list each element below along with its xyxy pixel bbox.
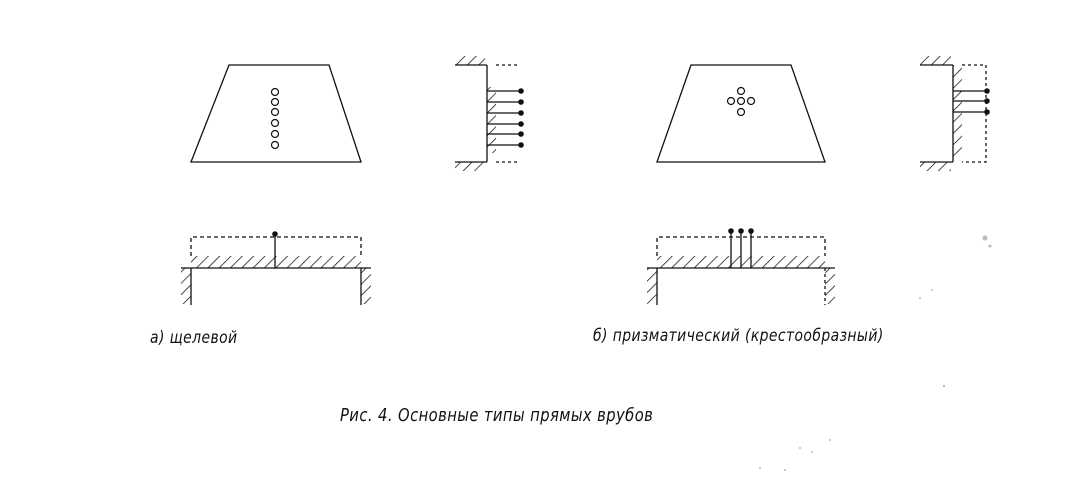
charge-dot (738, 228, 744, 234)
hole (270, 87, 280, 97)
charge-dot (518, 88, 524, 94)
charge-dot (272, 231, 278, 237)
hole (270, 129, 280, 139)
charge-dot (984, 98, 990, 104)
face-view-b (656, 64, 826, 163)
hole (270, 97, 280, 107)
hole (270, 107, 280, 117)
hole (270, 118, 280, 128)
charge-dot (984, 109, 990, 115)
hole (746, 96, 756, 106)
charge-dot (518, 131, 524, 137)
caption-variant-b: б) призматический (крестообразный) (593, 326, 884, 346)
hole-cross-b (726, 86, 756, 117)
hole-column-a (270, 87, 280, 150)
charge-dot (518, 99, 524, 105)
plan-section-b (647, 228, 835, 305)
plan-section-a (181, 231, 371, 305)
charge-dot (728, 228, 734, 234)
hole (270, 140, 280, 150)
hole (736, 96, 746, 106)
scan-noise (759, 235, 992, 471)
side-section-b (920, 56, 990, 171)
hole (736, 107, 746, 117)
shot-lines-b (953, 90, 986, 113)
charge-dot (518, 142, 524, 148)
side-section-a (455, 56, 524, 171)
shot-lines-a (487, 90, 520, 146)
charge-dot (984, 88, 990, 94)
hole (726, 96, 736, 106)
charge-dot (518, 110, 524, 116)
charge-dot (518, 121, 524, 127)
hole (736, 86, 746, 96)
face-view-a (190, 64, 362, 163)
charge-dots-a (518, 88, 524, 148)
face-trapezoid-a (190, 64, 362, 163)
caption-variant-a: а) щелевой (150, 328, 238, 348)
charge-dots-b (984, 88, 990, 115)
figure-title: Рис. 4. Основные типы прямых врубов (340, 405, 654, 426)
charge-dot (748, 228, 754, 234)
face-trapezoid-b (656, 64, 826, 163)
